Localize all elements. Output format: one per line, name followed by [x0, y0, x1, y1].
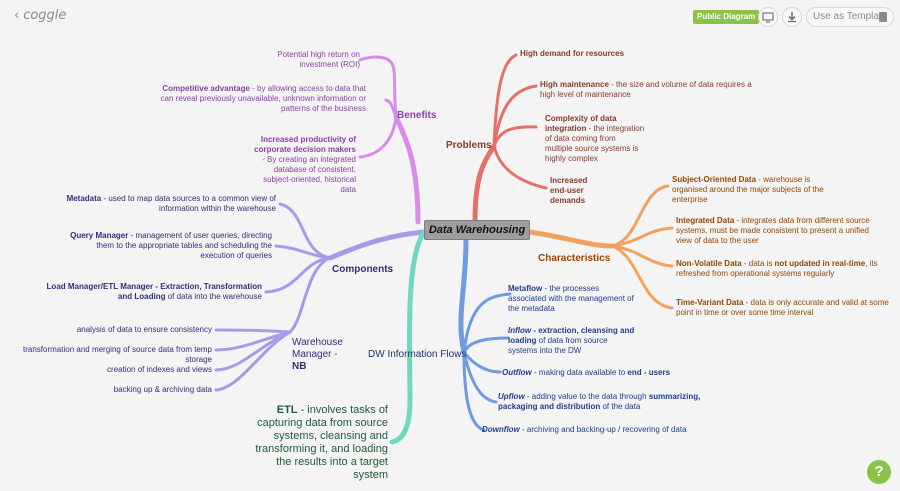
chevron-left-icon[interactable]: ‹	[14, 8, 20, 23]
components-label[interactable]: Components	[332, 264, 394, 275]
warehouse-manager-item[interactable]: backing up & archiving data	[113, 385, 212, 394]
public-diagram-badge[interactable]: Public Diagram	[693, 10, 760, 24]
etl-note[interactable]: ETL - involves tasks of capturing data f…	[255, 404, 388, 481]
logo-text: coggle	[23, 8, 67, 23]
components-branch	[264, 202, 427, 334]
benefits-branch	[358, 55, 421, 225]
coggle-logo[interactable]: ‹coggle	[14, 8, 66, 23]
component-item[interactable]: Load Manager/ETL Manager - Extraction, T…	[46, 282, 262, 301]
warehouse-manager-branch	[214, 328, 292, 392]
benefits-label[interactable]: Benefits	[397, 110, 437, 121]
characteristic-item[interactable]: Time-Variant Data - data is only accurat…	[676, 298, 889, 317]
flow-item[interactable]: Upflow - adding value to the data throug…	[498, 392, 701, 411]
problem-item[interactable]: Complexity of data integration - the int…	[545, 114, 645, 163]
copy-icon	[879, 12, 887, 22]
problems-label[interactable]: Problems	[446, 140, 492, 151]
use-as-template-button[interactable]: Use as Template	[806, 7, 894, 27]
flows-label[interactable]: DW Information Flows	[368, 349, 467, 360]
benefit-item[interactable]: Competitive advantage - by allowing acce…	[160, 84, 366, 113]
problem-item[interactable]: Increased end-user demands	[550, 176, 588, 205]
problem-item[interactable]: High demand for resources	[520, 49, 625, 58]
template-label: Use as Template	[813, 11, 888, 22]
problems-branch	[472, 53, 548, 225]
warehouse-manager-label[interactable]: Warehouse Manager - NB	[292, 337, 343, 372]
monitor-icon[interactable]	[758, 7, 778, 27]
help-icon[interactable]: ?	[867, 460, 891, 484]
flow-item[interactable]: Metaflow - the processes associated with…	[508, 284, 634, 313]
flow-item[interactable]: Downflow - archiving and backing-up / re…	[482, 425, 687, 434]
etl-branch	[389, 229, 427, 445]
flows-branch	[458, 237, 512, 432]
warehouse-manager-item[interactable]: transformation and merging of source dat…	[23, 345, 212, 364]
warehouse-manager-item[interactable]: analysis of data to ensure consistency	[76, 325, 212, 334]
characteristic-item[interactable]: Integrated Data - integrates data from d…	[676, 216, 870, 245]
component-item[interactable]: Metadata - used to map data sources to a…	[66, 194, 276, 213]
characteristic-item[interactable]: Subject-Oriented Data - warehouse is org…	[672, 175, 824, 204]
flow-item[interactable]: Outflow - making data available to end -…	[502, 368, 671, 377]
characteristics-label[interactable]: Characteristics	[538, 253, 611, 264]
top-bar: ‹coggle Public Diagram Use as Template	[0, 0, 900, 34]
characteristics-branch	[527, 184, 674, 310]
warehouse-manager-item[interactable]: creation of indexes and views	[107, 365, 212, 374]
problem-item[interactable]: High maintenance - the size and volume o…	[540, 80, 752, 99]
download-icon[interactable]	[782, 7, 802, 27]
benefit-item[interactable]: Increased productivity of corporate deci…	[254, 135, 356, 194]
flow-item[interactable]: Inflow - extraction, cleansing and loadi…	[508, 326, 635, 355]
characteristic-item[interactable]: Non-Volatile Data - data is not updated …	[676, 259, 878, 278]
component-item[interactable]: Query Manager - management of user queri…	[70, 231, 272, 260]
benefit-item[interactable]: Potential high return on investment (ROI…	[277, 50, 360, 69]
central-node[interactable]: Data Warehousing	[424, 220, 530, 240]
